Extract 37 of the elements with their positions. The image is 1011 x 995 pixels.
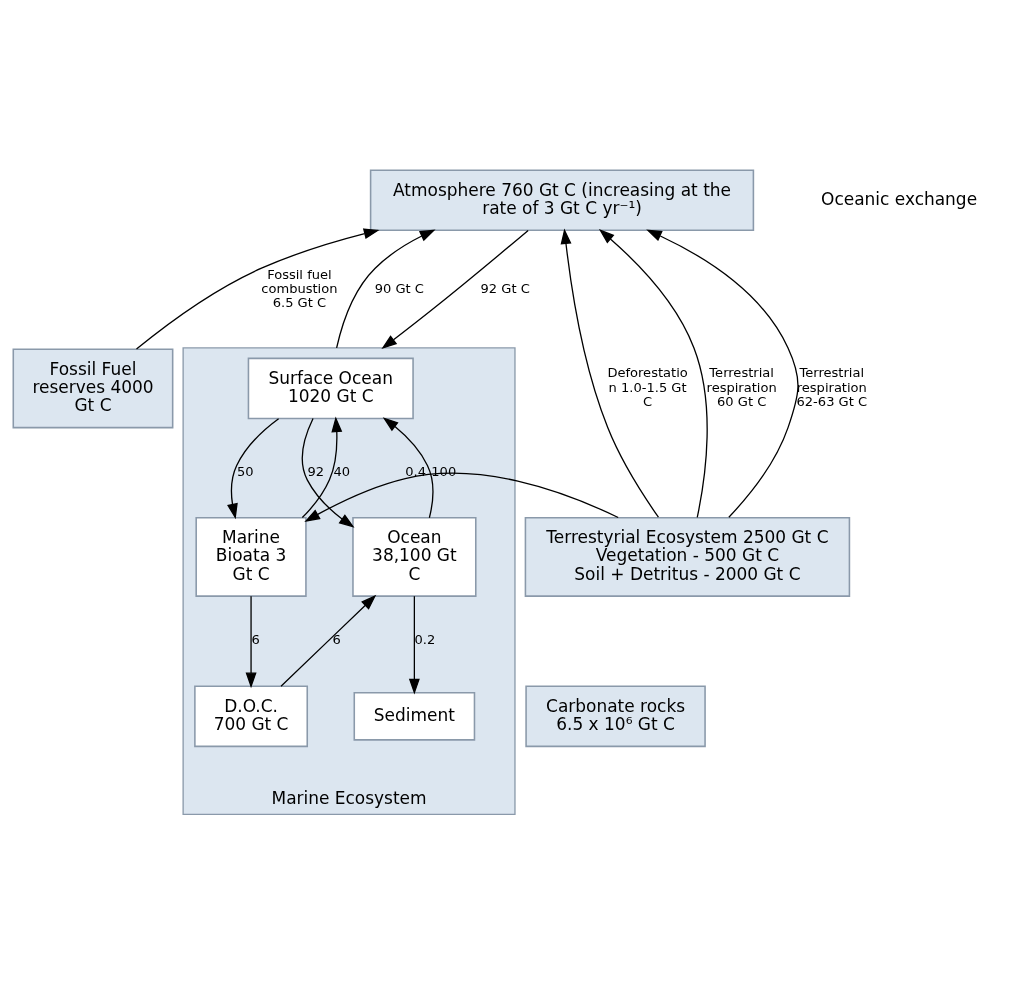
node-box: Fossil Fuel reserves 4000 Gt C (12, 348, 174, 429)
edge-label: Fossil fuel combustion 6.5 Gt C (261, 266, 338, 311)
arrow (227, 418, 280, 520)
node-box: Atmosphere 760 Gt C (increasing at the rate of 3 Gt C yr⁻¹) (369, 169, 755, 232)
edge-label: Terrestrial respiration 60 Gt C (706, 365, 777, 410)
node-box: Carbonate rocks 6.5 x 10⁶ Gt C (525, 685, 706, 748)
edge-label: Deforestation 1.0-1.5 Gt C (607, 365, 688, 410)
arrow (646, 229, 799, 518)
arrow (382, 417, 434, 519)
edge-label: 92 Gt C (480, 281, 530, 297)
edge-label: 0.4 (405, 463, 427, 479)
arrow (381, 229, 529, 350)
arrow (280, 594, 377, 687)
edge-label: 6 (251, 632, 260, 648)
edge-label: Terrestrial respiration 62-63 Gt C (796, 365, 868, 410)
edge-label: 50 (236, 463, 254, 479)
node-box: Marine Bioata 3 Gt C (195, 516, 307, 597)
arrow (301, 417, 355, 528)
arrow (301, 416, 343, 519)
arrow (135, 228, 380, 350)
arrow (408, 595, 420, 695)
edge-label: 40 (333, 463, 351, 479)
node-box: Terrestyrial Ecosystem 2500 Gt C Vegetation - 500 Gt C Soil + Detritus - 2000 Gt C (524, 516, 851, 597)
arrow (560, 228, 660, 518)
arrow (304, 472, 619, 522)
node-box: D.O.C. 700 Gt C (194, 685, 309, 748)
edge-label: 6 (332, 632, 341, 648)
arrow (245, 595, 257, 689)
arrow (598, 229, 708, 519)
label: Oceanic exchange (821, 188, 978, 209)
node-box: Surface Ocean 1020 Gt C (247, 357, 414, 420)
edge-label: 90 Gt C (374, 281, 424, 297)
edge-label: 92 (307, 463, 325, 479)
arrow (335, 229, 436, 349)
edge-label: 0.2 (414, 632, 436, 648)
node-box: Sediment (353, 692, 476, 741)
node-box: Ocean 38,100 Gt C (352, 516, 477, 597)
